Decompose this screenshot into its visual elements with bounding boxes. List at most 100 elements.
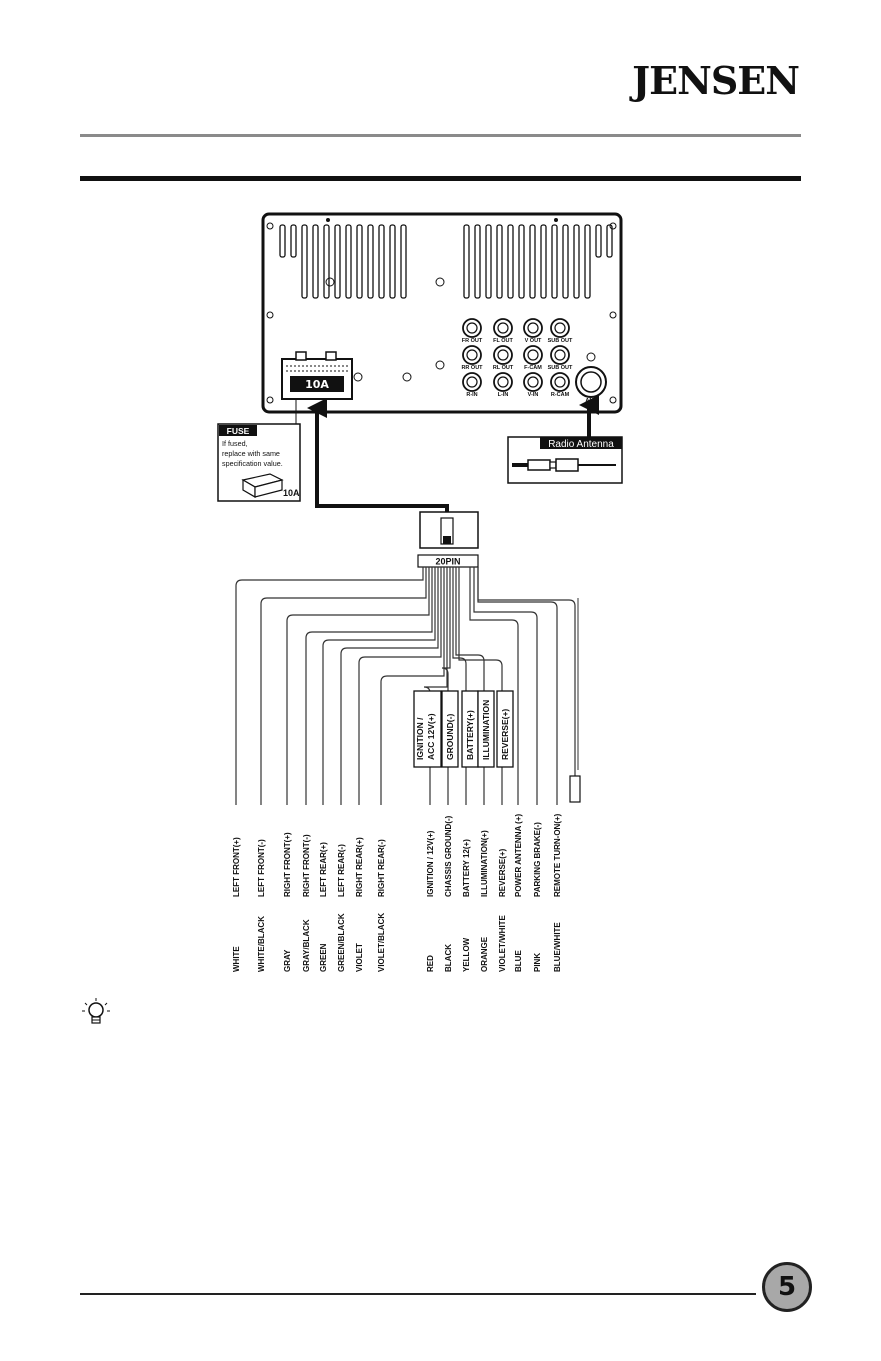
blade-fuse-icon [241, 473, 284, 499]
vent-slot [573, 224, 580, 299]
pair-label-text: IGNITION / [415, 717, 425, 760]
chassis-screw-icon [325, 277, 335, 287]
vent-slot [507, 224, 514, 299]
wire-line [235, 567, 424, 805]
chassis-screw-icon [266, 396, 274, 404]
wire-function-label: CHASSIS GROUND(-) [444, 815, 453, 897]
fuse-title: FUSE [227, 426, 250, 436]
antenna-title: Radio Antenna [548, 439, 614, 450]
wire-line [469, 567, 519, 805]
rca-jack-label: L-IN [498, 392, 509, 398]
chassis-screw-icon [609, 311, 617, 319]
vent-slot [312, 224, 319, 299]
wire-color-label: ORANGE [480, 936, 489, 972]
wire-color-label: VIOLET [355, 943, 364, 972]
vent-slot [485, 224, 492, 299]
iso-connector: 10A [281, 351, 353, 400]
wire-end-plug-icon [569, 775, 581, 803]
rca-jack-label: R-CAM [551, 392, 570, 398]
vent-slot [606, 224, 613, 258]
wire-color-label: GREEN/BLACK [337, 913, 346, 972]
vent-slots-right [463, 224, 613, 299]
wire-line [458, 567, 503, 805]
wire-function-label: RIGHT REAR(-) [377, 839, 386, 897]
wire-line [477, 567, 558, 805]
pair-label-text: ACC 12V(+) [426, 713, 436, 760]
wire-function-label: IGNITION / 12V(+) [426, 830, 435, 897]
wire-line [305, 567, 433, 805]
wire-function-label: LEFT FRONT(+) [232, 837, 241, 897]
vent-slot [323, 224, 330, 299]
vent-slot [529, 224, 536, 299]
rca-jack-inner [527, 322, 539, 334]
wire-function-label: LEFT REAR(+) [319, 842, 328, 897]
wire-function-label: LEFT REAR(-) [337, 844, 346, 897]
vent-slot [496, 224, 503, 299]
harness-cable [307, 398, 449, 518]
fuse-note-line: replace with same [222, 449, 280, 458]
vent-slot [595, 224, 602, 258]
wire-function-label: RIGHT FRONT(+) [283, 832, 292, 897]
wire-color-label: VIOLET/WHITE [498, 914, 507, 972]
pair-label-text: REVERSE(+) [500, 709, 510, 760]
chassis-screw-icon [353, 372, 363, 382]
wire-function-label: REVERSE(+) [498, 848, 507, 897]
chassis-screw-icon [554, 218, 558, 222]
chassis-screw-icon [586, 352, 596, 362]
wire-color-label: GRAY/BLACK [302, 919, 311, 972]
rca-jack-label: V-IN [528, 392, 539, 398]
vent-slot [334, 224, 341, 299]
pair-label-box [413, 690, 442, 768]
harness-plug: 20PIN [417, 511, 479, 568]
vent-slot [518, 224, 525, 299]
wire-color-label: YELLOW [462, 937, 471, 972]
pair-label-text: ILLUMINATION [481, 700, 491, 760]
vent-slot [279, 224, 286, 258]
wire-function-label: RIGHT FRONT(-) [302, 834, 311, 897]
rca-jack-label: SUB OUT [548, 338, 573, 344]
header-rule-thin [80, 134, 801, 137]
wire-line [358, 567, 442, 805]
wire-color-label: GRAY [283, 949, 292, 972]
vent-slots-left [279, 224, 407, 299]
wire-function-label: REMOTE TURN-ON(+) [553, 813, 562, 897]
wire-line [441, 567, 451, 805]
wire-line [286, 567, 430, 805]
rca-jack-inner [466, 376, 478, 388]
wire-color-label: PINK [533, 953, 542, 972]
wire-function-label: ILLUMINATION(+) [480, 830, 489, 897]
wire-line [452, 567, 467, 805]
pair-labels: IGNITION /ACC 12V(+)GROUND(-)BATTERY(+)I… [413, 690, 514, 768]
chassis-screw-icon [266, 222, 274, 230]
wire-bundle [235, 567, 581, 805]
antenna-callout: Radio Antenna [507, 436, 623, 484]
wire-color-label: VIOLET/BLACK [377, 913, 386, 972]
pair-label-box [441, 690, 459, 768]
harness-label: 20PIN [435, 557, 460, 567]
vent-slot [562, 224, 569, 299]
wire-color-label: BLUE/WHITE [553, 922, 562, 972]
vent-slot [378, 224, 385, 299]
chassis-screw-icon [609, 222, 617, 230]
wire-function-label: LEFT FRONT(-) [257, 839, 266, 897]
rca-jack-label: F-CAM [524, 365, 542, 371]
chassis-screw-icon [435, 360, 445, 370]
rca-jack-inner [554, 349, 566, 361]
rca-jack-label: RR OUT [461, 365, 483, 371]
rca-jack-inner [554, 376, 566, 388]
lightbulb-icon [82, 998, 110, 1024]
wire-line [260, 567, 427, 805]
vent-slot [540, 224, 547, 299]
chassis-screw-icon [609, 396, 617, 404]
rca-jack-label: V OUT [525, 338, 542, 344]
fuse-rating: 10A [283, 488, 300, 498]
wire-line [340, 567, 439, 805]
chassis-screw-icon [266, 311, 274, 319]
ant-label: ANT [585, 398, 597, 404]
footer-rule [80, 1293, 756, 1295]
rca-jack-inner [466, 322, 478, 334]
vent-slot [345, 224, 352, 299]
rca-jack-inner [497, 322, 509, 334]
wire-color-label: WHITE/BLACK [257, 916, 266, 972]
